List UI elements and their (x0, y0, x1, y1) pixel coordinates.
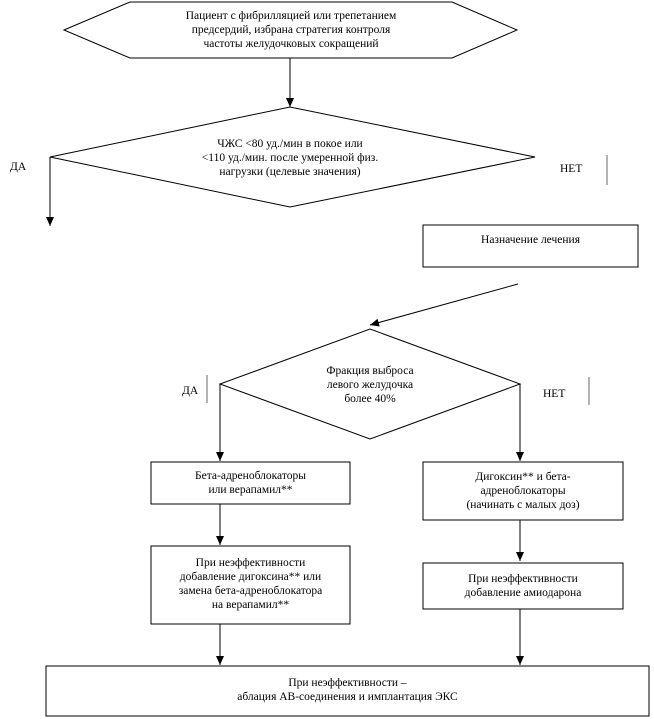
beta-blockers-box (150, 461, 351, 505)
start-text: Пациент с фибрилляцией или трепетанием п… (185, 10, 397, 50)
digoxin-beta-text: Дигоксин** и бета- адреноблокаторы (начи… (466, 471, 580, 511)
right-ineffective-box (422, 562, 624, 610)
no-mid-label: НЕТ (543, 388, 566, 400)
arrow-treatment-to-ef-decision (369, 283, 519, 327)
left-ineffective-text: При неэффективности добавление дигоксина… (178, 557, 323, 611)
hr-decision-diamond (49, 106, 536, 208)
hr-decision-text: ЧЖС <80 уд./мин в покое или <110 уд./мин… (201, 138, 379, 178)
ef-decision-text: Фракция выброса левого желудочка более 4… (326, 365, 414, 405)
yes-mid-label: ДА (182, 385, 199, 397)
treatment-text: Назначение лечения (481, 234, 580, 246)
final-box (45, 665, 650, 717)
beta-blockers-text: Бета-адреноблокаторы или верапамил** (195, 470, 306, 496)
right-ineffective-text: При неэффективности добавление амиодарон… (464, 573, 582, 599)
digoxin-beta-box (422, 461, 624, 521)
left-ineffective-box (150, 545, 351, 625)
start-hexagon (62, 1, 519, 59)
yes-top-label: ДА (10, 161, 27, 173)
final-text: При неэффективности – аблация АВ-соедине… (237, 677, 458, 703)
treatment-box (422, 224, 639, 268)
no-top-label: НЕТ (560, 163, 583, 175)
